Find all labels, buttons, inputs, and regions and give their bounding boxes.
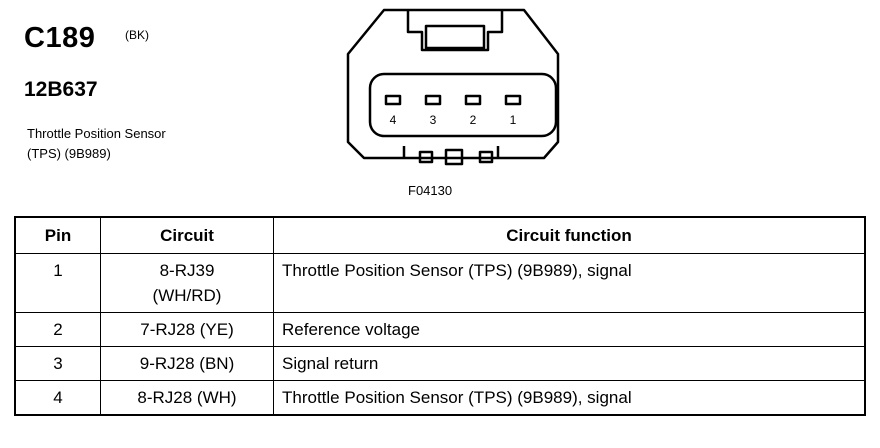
cell-circuit: 9-RJ28 (BN) <box>100 346 274 381</box>
key-slot <box>478 150 494 164</box>
cell-circuit: 7-RJ28 (YE) <box>100 312 274 347</box>
terminal-1 <box>504 94 522 106</box>
part-number: 12B637 <box>24 78 98 101</box>
connector-outline <box>346 8 560 160</box>
keying-tabs <box>402 146 500 158</box>
header-circuit-function: Circuit function <box>273 216 866 254</box>
table-row: 2 7-RJ28 (YE) Reference voltage <box>14 312 866 347</box>
pin-label: 1 <box>510 113 517 127</box>
connector-latch <box>406 10 504 52</box>
component-description: Throttle Position Sensor (TPS) (9B989) <box>27 124 166 164</box>
cell-pin: 4 <box>14 380 101 416</box>
connector-id: C189 <box>24 22 96 54</box>
cell-function: Throttle Position Sensor (TPS) (9B989), … <box>273 253 866 313</box>
table-header-row: Pin Circuit Circuit function <box>14 216 866 254</box>
latch-tab <box>424 24 486 50</box>
description-line: Throttle Position Sensor <box>27 126 166 141</box>
table-row: 4 8-RJ28 (WH) Throttle Position Sensor (… <box>14 380 866 416</box>
header-circuit: Circuit <box>100 216 274 254</box>
terminal-3 <box>424 94 442 106</box>
key-slot <box>418 150 434 164</box>
cell-function: Reference voltage <box>273 312 866 347</box>
header-pin: Pin <box>14 216 101 254</box>
pin-label: 2 <box>470 113 477 127</box>
circuit-line: 8-RJ39 <box>159 261 215 280</box>
pin-cavity-panel <box>368 72 558 138</box>
connector-color-code: (BK) <box>125 28 149 42</box>
cell-circuit: 8-RJ39 (WH/RD) <box>100 253 274 313</box>
key-slot <box>444 148 464 166</box>
circuit-line: (WH/RD) <box>152 286 222 305</box>
terminal-2 <box>464 94 482 106</box>
figure-id: F04130 <box>408 183 453 198</box>
cell-circuit: 8-RJ28 (WH) <box>100 380 274 416</box>
terminal-4 <box>384 94 402 106</box>
cell-function: Throttle Position Sensor (TPS) (9B989), … <box>273 380 866 416</box>
cell-pin: 3 <box>14 346 101 381</box>
cell-pin: 2 <box>14 312 101 347</box>
connector-face-diagram: 4 3 2 1 <box>346 8 560 166</box>
pin-label: 3 <box>430 113 437 127</box>
table-row: 1 8-RJ39 (WH/RD) Throttle Position Senso… <box>14 253 866 313</box>
cell-pin: 1 <box>14 253 101 313</box>
pin-label: 4 <box>390 113 397 127</box>
pin-table: Pin Circuit Circuit function 1 8-RJ39 (W… <box>14 216 866 416</box>
description-line: (TPS) (9B989) <box>27 146 111 161</box>
cell-function: Signal return <box>273 346 866 381</box>
table-row: 3 9-RJ28 (BN) Signal return <box>14 346 866 381</box>
